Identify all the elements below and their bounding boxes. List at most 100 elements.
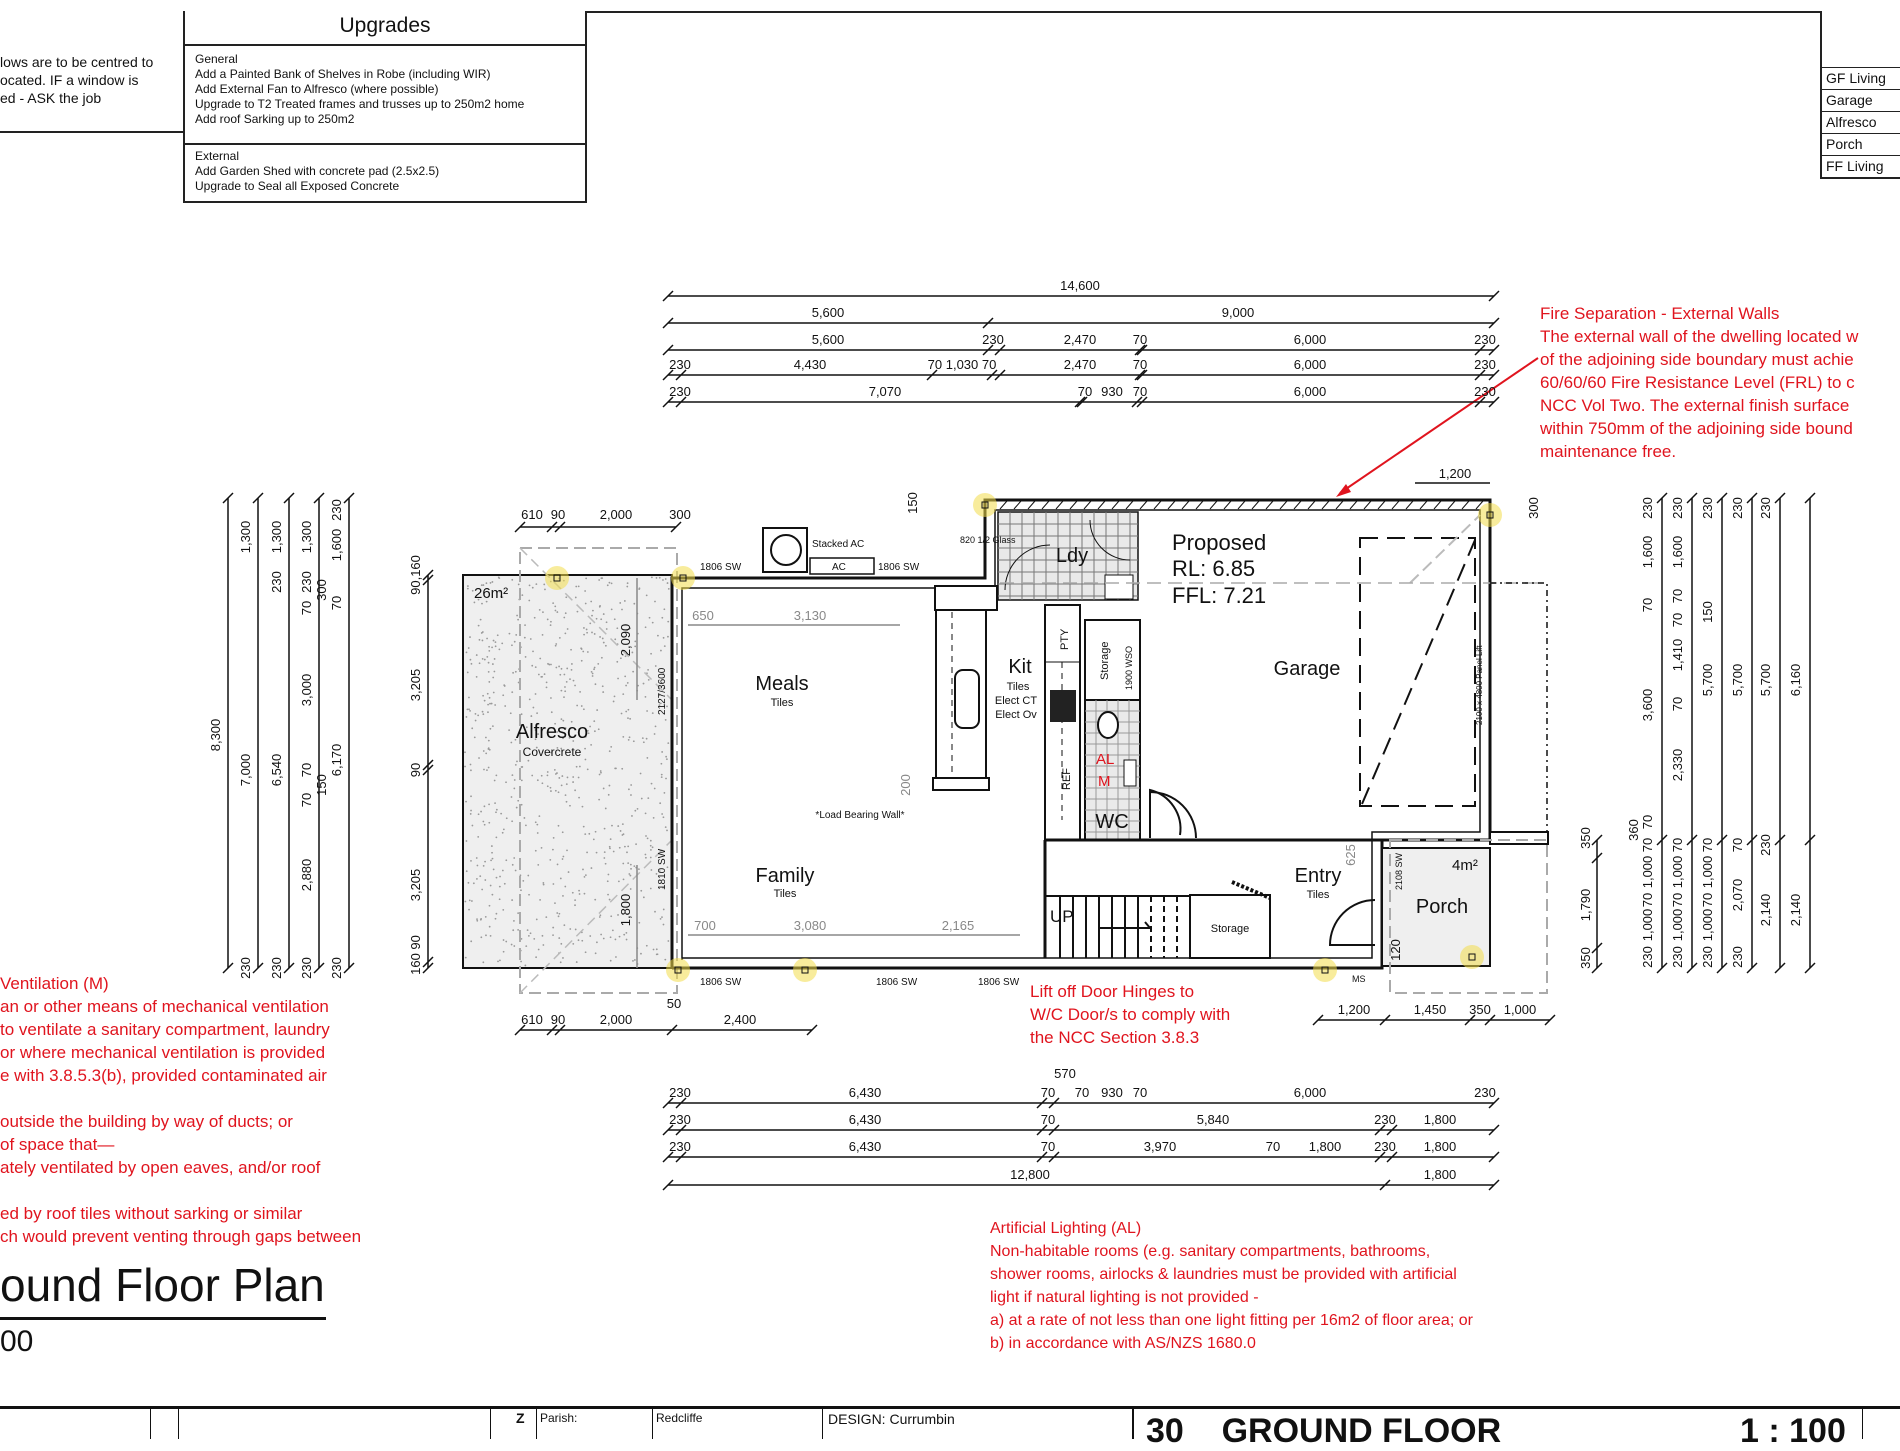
stipple-dot (655, 872, 658, 875)
stipple-dot (511, 820, 514, 823)
stipple-dot (536, 823, 539, 826)
dim-tick (1136, 344, 1148, 356)
stipple-dot (481, 602, 483, 605)
dim-tick (1591, 962, 1603, 974)
stipple-dot (542, 611, 544, 614)
stipple-dot (644, 626, 647, 629)
stipple-dot (546, 771, 549, 773)
fire-note-line: 60/60/60 Fire Resistance Level (FRL) to … (1540, 373, 1855, 392)
dim-label: 1,000 (1504, 1002, 1537, 1017)
stipple-dot (584, 747, 586, 750)
stipple-dot (600, 656, 603, 659)
ventilation-note-line: of space that— (0, 1135, 115, 1154)
ac-unit (809, 557, 875, 575)
stipple-dot (606, 584, 609, 587)
dim-label: 70 (1670, 613, 1685, 627)
stipple-dot (489, 727, 492, 730)
storage-label: Storage (1211, 923, 1250, 935)
stipple-dot (514, 670, 517, 673)
stipple-dot (539, 657, 542, 660)
lighting-note-line: shower rooms, airlocks & laundries must … (990, 1266, 1457, 1283)
stipple-dot (614, 938, 617, 941)
dim-label: 70 (299, 793, 314, 807)
stipple-dot (645, 594, 648, 597)
hinge-note-line: W/C Door/s to comply with (1030, 1005, 1231, 1024)
stipple-dot (634, 809, 637, 812)
stipple-dot (466, 671, 469, 674)
stipple-dot (644, 812, 647, 815)
stipple-dot (509, 712, 512, 715)
stipple-dot (515, 633, 518, 636)
stipple-dot (488, 904, 491, 907)
stipple-dot (574, 684, 576, 687)
dim-label: 6,430 (849, 1112, 882, 1127)
stipple-dot (627, 862, 630, 865)
stipple-dot (612, 850, 615, 853)
stipple-dot (582, 650, 585, 653)
stipple-dot (527, 874, 530, 877)
stipple-dot (667, 742, 670, 745)
wc-label: WC (1095, 811, 1128, 833)
stipple-dot (596, 709, 599, 711)
stipple-dot (586, 729, 589, 732)
fire-note-arrowhead (1336, 484, 1351, 497)
stipple-dot (511, 578, 514, 581)
hatch-line (1195, 500, 1204, 510)
stipple-dot (510, 943, 513, 946)
stipple-dot (510, 741, 513, 744)
stipple-dot (638, 868, 640, 871)
stipple-dot (470, 795, 472, 798)
pantry-label: PTY (1059, 628, 1071, 650)
stipple-dot (608, 898, 611, 901)
dim-label: 70 (1670, 697, 1685, 711)
stipple-dot (543, 583, 546, 586)
stipple-dot (601, 685, 604, 688)
dim-tick (1379, 1179, 1391, 1191)
stipple-dot (559, 961, 562, 964)
stipple-dot (591, 614, 593, 617)
stipple-dot (587, 732, 590, 735)
stipple-dot (663, 791, 666, 794)
stipple-dot (542, 944, 545, 946)
dim-label: 70 (1640, 598, 1655, 612)
stipple-dot (570, 720, 573, 723)
stipple-dot (645, 737, 648, 740)
dim-label: 2,140 (1758, 894, 1773, 927)
stipple-dot (494, 917, 497, 920)
dim-label: 5,700 (1758, 664, 1773, 697)
stipple-dot (556, 863, 559, 866)
stipple-dot (576, 610, 579, 613)
stipple-dot (662, 908, 665, 911)
dim-tick (554, 1024, 566, 1036)
ventilation-note-line: outside the building by way of ducts; or (0, 1112, 293, 1131)
hatch-line (1377, 500, 1386, 510)
stipple-dot (558, 937, 561, 939)
stipple-dot (572, 781, 574, 783)
stipple-dot (645, 835, 647, 837)
stipple-dot (647, 678, 650, 681)
downpipe-icon (1486, 511, 1494, 519)
stipple-dot (628, 736, 631, 739)
wso-label: 1900 WSO (1124, 646, 1134, 690)
dim-tick (1591, 834, 1603, 846)
stipple-dot (475, 857, 478, 859)
stipple-dot (556, 731, 559, 733)
stipple-dot (593, 633, 596, 635)
stipple-dot (537, 863, 540, 866)
stipple-dot (626, 851, 628, 854)
stipple-dot (590, 867, 593, 869)
stipple-dot (560, 689, 563, 692)
stipple-dot (469, 709, 471, 712)
dim-tick (1591, 852, 1603, 864)
stipple-dot (569, 804, 571, 807)
stipple-dot (556, 611, 559, 613)
stipple-dot (488, 925, 491, 928)
stipple-dot (570, 663, 573, 665)
stipple-dot (655, 577, 658, 579)
stipple-dot (492, 639, 495, 642)
dim-label: 1,800 (1309, 1139, 1342, 1154)
dim-label: 230 (1640, 946, 1655, 968)
stipple-dot (644, 856, 647, 859)
dim-label: 70 (1133, 332, 1147, 347)
dim-tick (514, 1024, 526, 1036)
